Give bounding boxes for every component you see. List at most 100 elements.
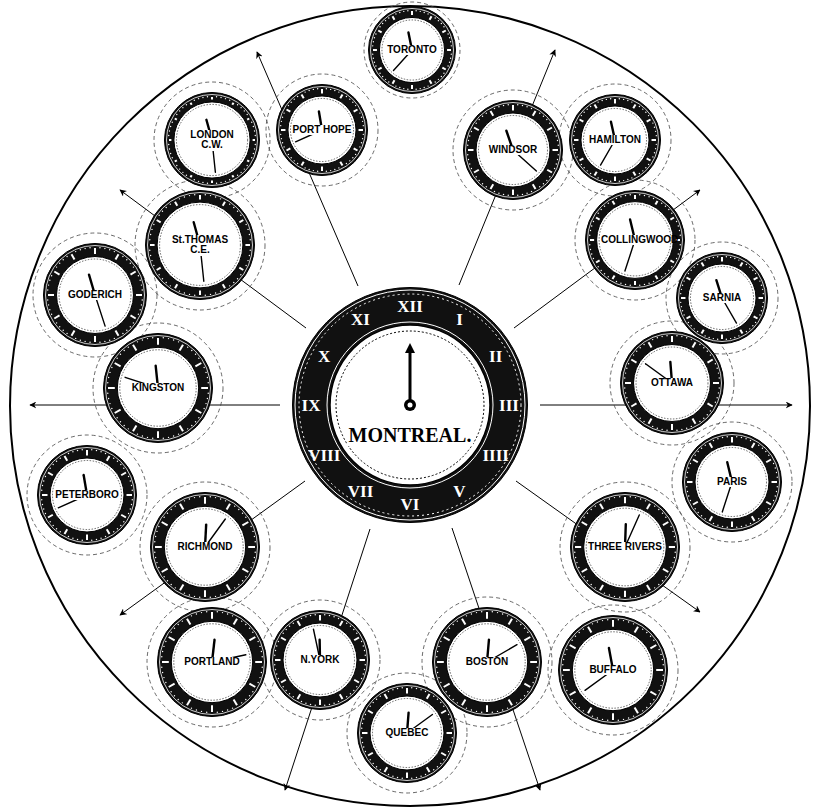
minute-dot	[194, 100, 195, 101]
minute-dot	[773, 463, 774, 464]
ring-line	[40, 448, 135, 543]
minute-dot	[642, 108, 643, 109]
city-name: PARIS	[716, 477, 748, 488]
hour-mark	[613, 275, 615, 279]
minute-dot	[179, 290, 180, 291]
hour-mark	[655, 201, 657, 205]
minute-dot	[244, 110, 245, 111]
hour-mark	[393, 80, 395, 83]
hour-mark	[693, 502, 698, 505]
minute-dot	[768, 455, 769, 456]
minute-dot	[650, 636, 651, 637]
hour-mark	[596, 218, 600, 220]
dial-ring	[38, 446, 137, 545]
hour-mark	[157, 338, 159, 345]
minute-dot	[626, 397, 627, 398]
minute-dot	[407, 10, 408, 11]
minute-dot	[195, 421, 196, 422]
minute-dot	[333, 703, 334, 704]
minute-dot	[536, 672, 537, 673]
minute-dot	[627, 179, 628, 180]
main-city-name: MONTREAL.	[347, 425, 474, 446]
minute-dot	[658, 584, 659, 585]
minute-dot	[207, 183, 208, 184]
minute-dot	[278, 641, 279, 642]
minute-dot	[363, 645, 364, 646]
minute-dot	[575, 636, 576, 637]
minute-dot	[765, 451, 766, 452]
minute-dot	[282, 633, 283, 634]
minute-dot	[703, 347, 704, 348]
minute-dot	[261, 651, 262, 652]
hour-mark	[740, 262, 742, 266]
hour-mark	[175, 119, 177, 120]
city-clock: N.YORK	[270, 610, 370, 710]
minute-dot	[636, 414, 637, 415]
dial-numeral: XII	[397, 298, 423, 315]
minute-dot	[481, 712, 482, 713]
minute-dot	[688, 273, 689, 274]
city-clock: COLLINGWOOD	[585, 190, 685, 290]
minute-dot	[280, 134, 281, 135]
minute-dot	[578, 567, 579, 568]
minute-dot	[602, 620, 603, 621]
minute-dot	[516, 702, 517, 703]
hour-mark	[133, 425, 136, 431]
minute-dot	[670, 567, 671, 568]
minute-dot	[618, 720, 619, 721]
minute-dot	[457, 620, 458, 621]
minute-dot	[305, 703, 306, 704]
minute-dot	[674, 557, 675, 558]
hour-mark	[368, 711, 373, 714]
minute-dot	[237, 278, 238, 279]
minute-dot	[49, 521, 50, 522]
hour-mark	[247, 160, 249, 161]
minute-dot	[576, 122, 577, 123]
minute-dot	[635, 497, 636, 498]
hour-mark	[130, 272, 135, 275]
hour-mark	[687, 481, 693, 483]
minute-dot	[189, 294, 190, 295]
hour-mark	[234, 619, 237, 625]
city-name: PORT HOPE	[292, 125, 353, 136]
minute-dot	[126, 259, 127, 260]
minute-dot	[761, 310, 762, 311]
minute-dot	[207, 96, 208, 97]
minute-dot	[294, 160, 295, 161]
minute-dot	[699, 344, 700, 345]
minute-dot	[158, 274, 159, 275]
minute-dot	[77, 539, 78, 540]
minute-dot	[162, 651, 163, 652]
minute-dot	[395, 85, 396, 86]
minute-dot	[397, 777, 398, 778]
minute-dot	[574, 148, 575, 149]
minute-dot	[276, 645, 277, 646]
minute-dot	[761, 284, 762, 285]
minute-dot	[623, 180, 624, 181]
minute-dot	[616, 198, 617, 199]
minute-dot	[644, 195, 645, 196]
minute-dot	[147, 437, 148, 438]
city-clock: SARNIA	[676, 252, 768, 344]
ring-line	[299, 294, 521, 516]
hour-mark	[524, 684, 530, 687]
minute-dot	[216, 183, 217, 184]
minute-dot	[182, 107, 183, 108]
minute-dot	[139, 280, 140, 281]
minute-dot	[587, 170, 588, 171]
minute-dot	[170, 126, 171, 127]
minute-dot	[722, 437, 723, 438]
hour-mark	[127, 494, 133, 496]
minute-dot	[471, 168, 472, 169]
hour-mark	[249, 684, 255, 687]
hour-mark	[692, 342, 695, 347]
hour-mark	[491, 184, 494, 189]
minute-dot	[124, 350, 125, 351]
dial-numeral: IX	[302, 397, 321, 414]
dashed-halo	[364, 2, 460, 98]
minute-dot	[433, 769, 434, 770]
minute-dot	[353, 690, 354, 691]
minute-dot	[610, 98, 611, 99]
face-border	[583, 108, 646, 171]
minute-dot	[746, 331, 747, 332]
